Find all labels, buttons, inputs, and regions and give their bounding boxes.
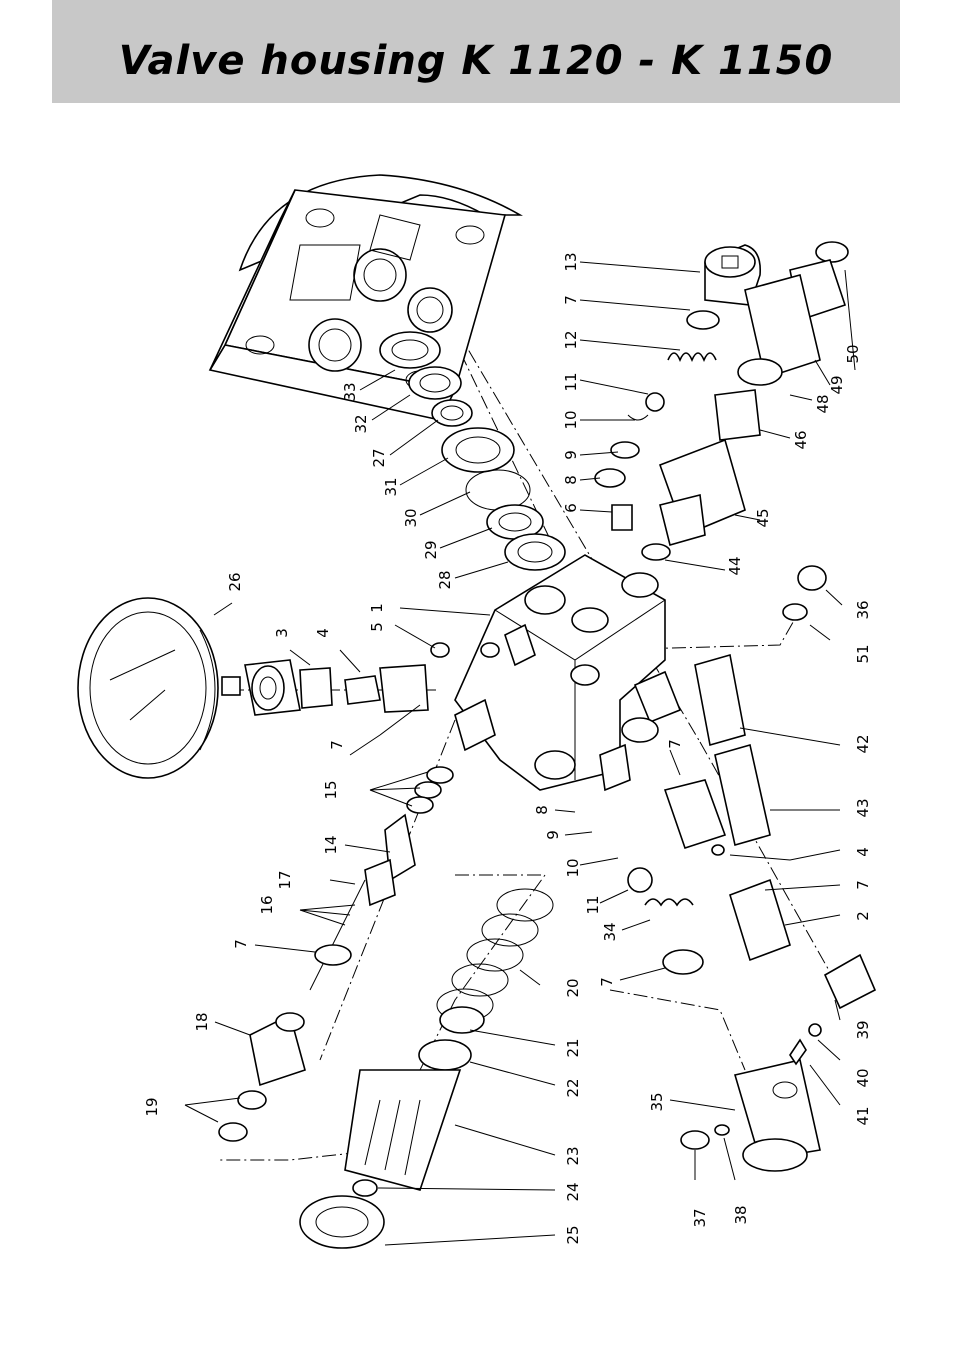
inlet-valve-parts bbox=[627, 565, 827, 975]
label-6: 6 bbox=[562, 503, 580, 513]
label-15: 15 bbox=[322, 780, 340, 799]
label-36: 36 bbox=[854, 600, 872, 619]
pressure-gauge bbox=[77, 597, 241, 779]
label-14: 14 bbox=[322, 835, 340, 854]
outlet-fitting bbox=[641, 241, 849, 561]
label-33: 33 bbox=[341, 382, 359, 401]
label-30: 30 bbox=[402, 508, 420, 527]
label-16: 16 bbox=[258, 895, 276, 914]
label-37: 37 bbox=[691, 1208, 709, 1227]
leader-lines bbox=[184, 261, 856, 1246]
label-8: 8 bbox=[562, 475, 580, 485]
label-19: 19 bbox=[143, 1097, 161, 1116]
page-title: Valve housing K 1120 - K 1150 bbox=[118, 38, 834, 84]
title-banner: Valve housing K 1120 - K 1150 bbox=[52, 0, 900, 103]
label-49: 49 bbox=[828, 375, 846, 394]
right-valve-column bbox=[594, 244, 762, 531]
label-11: 11 bbox=[562, 372, 580, 391]
label-10: 10 bbox=[564, 858, 582, 877]
label-21: 21 bbox=[564, 1038, 582, 1057]
label-32: 32 bbox=[352, 414, 370, 433]
label-44: 44 bbox=[726, 556, 744, 575]
spring-and-knob bbox=[299, 888, 554, 1249]
label-9: 9 bbox=[562, 450, 580, 460]
label-29: 29 bbox=[422, 540, 440, 559]
gauge-valve-assembly bbox=[244, 642, 500, 716]
label-40: 40 bbox=[854, 1068, 872, 1087]
label-24: 24 bbox=[564, 1182, 582, 1201]
label-28: 28 bbox=[436, 570, 454, 589]
label-10: 10 bbox=[562, 410, 580, 429]
seal-stack bbox=[379, 331, 566, 571]
label-3: 3 bbox=[273, 628, 291, 638]
label-7: 7 bbox=[562, 295, 580, 305]
label-4: 4 bbox=[314, 628, 332, 638]
label-27: 27 bbox=[370, 448, 388, 467]
label-41: 41 bbox=[854, 1106, 872, 1125]
label-38: 38 bbox=[732, 1205, 750, 1224]
label-26: 26 bbox=[226, 572, 244, 591]
label-7: 7 bbox=[666, 739, 684, 749]
label-34: 34 bbox=[601, 922, 619, 941]
pressure-regulator-stack bbox=[218, 766, 454, 1142]
pump-head-block bbox=[208, 174, 523, 421]
label-7: 7 bbox=[328, 740, 346, 750]
label-5: 5 bbox=[368, 622, 386, 632]
label-50: 50 bbox=[844, 344, 862, 363]
label-42: 42 bbox=[854, 734, 872, 753]
label-51: 51 bbox=[854, 644, 872, 663]
label-20: 20 bbox=[564, 978, 582, 997]
part-number-labels: 13 7 12 11 10 9 8 6 33 32 27 31 30 29 28… bbox=[143, 252, 872, 1244]
label-7: 7 bbox=[598, 977, 616, 987]
unloader-assembly bbox=[680, 953, 877, 1172]
label-45: 45 bbox=[754, 508, 772, 527]
label-1: 1 bbox=[368, 603, 386, 613]
label-9: 9 bbox=[544, 830, 562, 840]
label-13: 13 bbox=[562, 252, 580, 271]
label-35: 35 bbox=[648, 1092, 666, 1111]
label-17: 17 bbox=[276, 870, 294, 889]
label-8: 8 bbox=[533, 805, 551, 815]
label-39: 39 bbox=[854, 1020, 872, 1039]
label-23: 23 bbox=[564, 1146, 582, 1165]
label-31: 31 bbox=[382, 477, 400, 496]
label-12: 12 bbox=[562, 330, 580, 349]
label-2: 2 bbox=[854, 911, 872, 921]
valve-housing-body bbox=[454, 554, 682, 792]
label-25: 25 bbox=[564, 1225, 582, 1244]
label-46: 46 bbox=[792, 430, 810, 449]
label-7: 7 bbox=[232, 939, 250, 949]
label-22: 22 bbox=[564, 1078, 582, 1097]
label-48: 48 bbox=[814, 394, 832, 413]
label-4: 4 bbox=[854, 847, 872, 857]
label-7: 7 bbox=[854, 880, 872, 890]
label-18: 18 bbox=[193, 1012, 211, 1031]
label-11: 11 bbox=[584, 895, 602, 914]
label-43: 43 bbox=[854, 798, 872, 817]
